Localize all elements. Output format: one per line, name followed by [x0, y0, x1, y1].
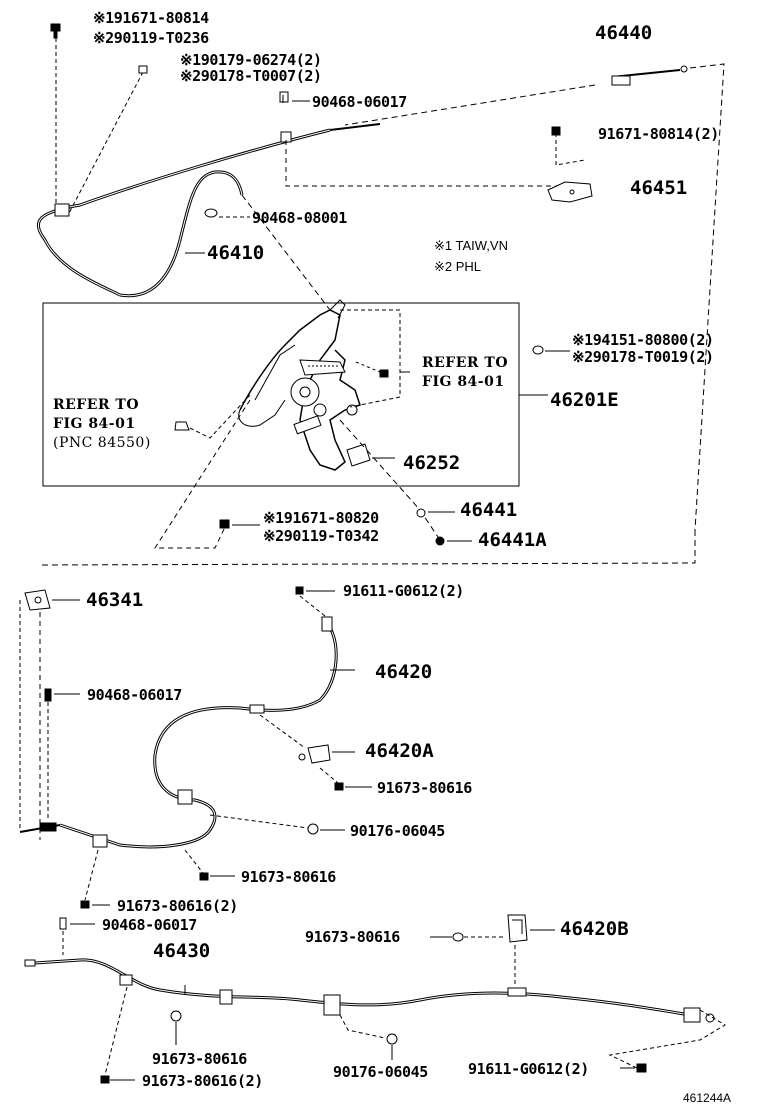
- part-number-label: 90176-06045: [333, 1063, 428, 1081]
- part-number-label: 46420A: [365, 740, 434, 762]
- part-number-label: 91671-80814(2): [598, 125, 719, 143]
- bolt-icon: [100, 1075, 110, 1084]
- bolt-icon: [50, 23, 61, 39]
- bolt-icon: [551, 126, 561, 136]
- part-number-label: 90468-06017: [312, 93, 407, 111]
- bracket-46451: [547, 181, 593, 203]
- part-number-label: ※290178-T0007(2): [180, 67, 322, 85]
- leader-line: [344, 84, 596, 126]
- bracket-46341: [24, 589, 51, 611]
- part-number-label: 91611-G0612(2): [343, 582, 464, 600]
- part-number-label: 46420: [375, 661, 433, 683]
- leader-line: [67, 71, 144, 216]
- leader-line: [340, 309, 401, 408]
- bolt-icon: [379, 369, 389, 378]
- part-number-label: 46341: [86, 589, 144, 611]
- part-number-label: 46441: [460, 499, 518, 521]
- part-number-label: ※290178-T0019(2): [572, 348, 714, 366]
- parking-brake-pedal-46201e: [238, 299, 361, 471]
- nut-icon: [435, 536, 445, 546]
- part-number-label: 91673-80616: [377, 779, 472, 797]
- part-number-label: 90468-06017: [102, 916, 197, 934]
- block-46252: [346, 443, 371, 467]
- leader-line: [689, 63, 725, 531]
- part-number-label: 46201E: [550, 389, 619, 411]
- clip-icon: [44, 688, 52, 702]
- part-number-label: 46440: [595, 22, 653, 44]
- part-number-label: 90176-06045: [350, 822, 445, 840]
- part-number-label: 90468-08001: [252, 209, 347, 227]
- part-number-label: 91611-G0612(2): [468, 1060, 589, 1078]
- nut-icon: [416, 508, 426, 518]
- part-number-label: 46430: [153, 940, 211, 962]
- reference-note: (PNC 84550): [53, 435, 151, 451]
- bracket-46420b: [507, 914, 528, 943]
- bolt-icon: [80, 900, 90, 909]
- cable-46420: [19, 616, 338, 849]
- reference-note: FIG 84-01: [422, 374, 505, 390]
- nut-icon: [452, 932, 464, 942]
- region-note: ※1 TAIW,VN: [434, 238, 508, 253]
- part-number-label: ※191671-80820: [263, 509, 379, 527]
- leader-line: [285, 140, 590, 187]
- bolt-icon: [636, 1063, 647, 1073]
- bolt-icon: [170, 1010, 182, 1022]
- part-number-label: ※194151-80800(2): [572, 331, 714, 349]
- clip-icon: [174, 421, 190, 431]
- part-number-label: ※290119-T0236: [93, 29, 209, 47]
- part-number-label: 46410: [207, 242, 265, 264]
- part-number-label: ※191671-80814: [93, 9, 209, 27]
- bolt-icon: [199, 872, 209, 881]
- bolt-icon: [334, 782, 344, 791]
- cable-46410: [37, 123, 381, 298]
- part-number-label: 91673-80616(2): [117, 897, 238, 915]
- region-note: ※2 PHL: [434, 259, 482, 274]
- part-number-label: 46451: [630, 177, 688, 199]
- part-number-label: 46420B: [560, 918, 629, 940]
- clip-icon: [279, 91, 289, 103]
- part-number-label: 91673-80616: [241, 868, 336, 886]
- nut-icon: [386, 1033, 398, 1045]
- illustration-id: 461244A: [683, 1091, 732, 1105]
- part-number-label: ※190179-06274(2): [180, 51, 322, 69]
- bolt-icon: [295, 586, 304, 595]
- part-number-label: 91673-80616: [305, 928, 400, 946]
- part-number-label: 90468-06017: [87, 686, 182, 704]
- reference-note: FIG 84-01: [53, 416, 136, 432]
- leader-line: [39, 530, 696, 566]
- reference-note: REFER TO: [422, 355, 509, 371]
- bolt-icon: [219, 519, 230, 529]
- cable-46430: [24, 958, 715, 1023]
- nut-icon: [532, 345, 544, 355]
- clip-icon: [204, 208, 218, 218]
- part-number-label: ※290119-T0342: [263, 527, 379, 545]
- part-number-label: 91673-80616: [152, 1050, 247, 1068]
- nut-icon: [307, 823, 319, 835]
- bracket-46420a: [298, 744, 331, 764]
- part-number-label: 91673-80616(2): [142, 1072, 263, 1090]
- cable-end-46440: [611, 65, 688, 86]
- clip-icon: [59, 917, 67, 930]
- part-number-label: 46441A: [478, 529, 547, 551]
- nut-icon: [138, 65, 148, 74]
- part-number-label: 46252: [403, 452, 461, 474]
- reference-note: REFER TO: [53, 397, 140, 413]
